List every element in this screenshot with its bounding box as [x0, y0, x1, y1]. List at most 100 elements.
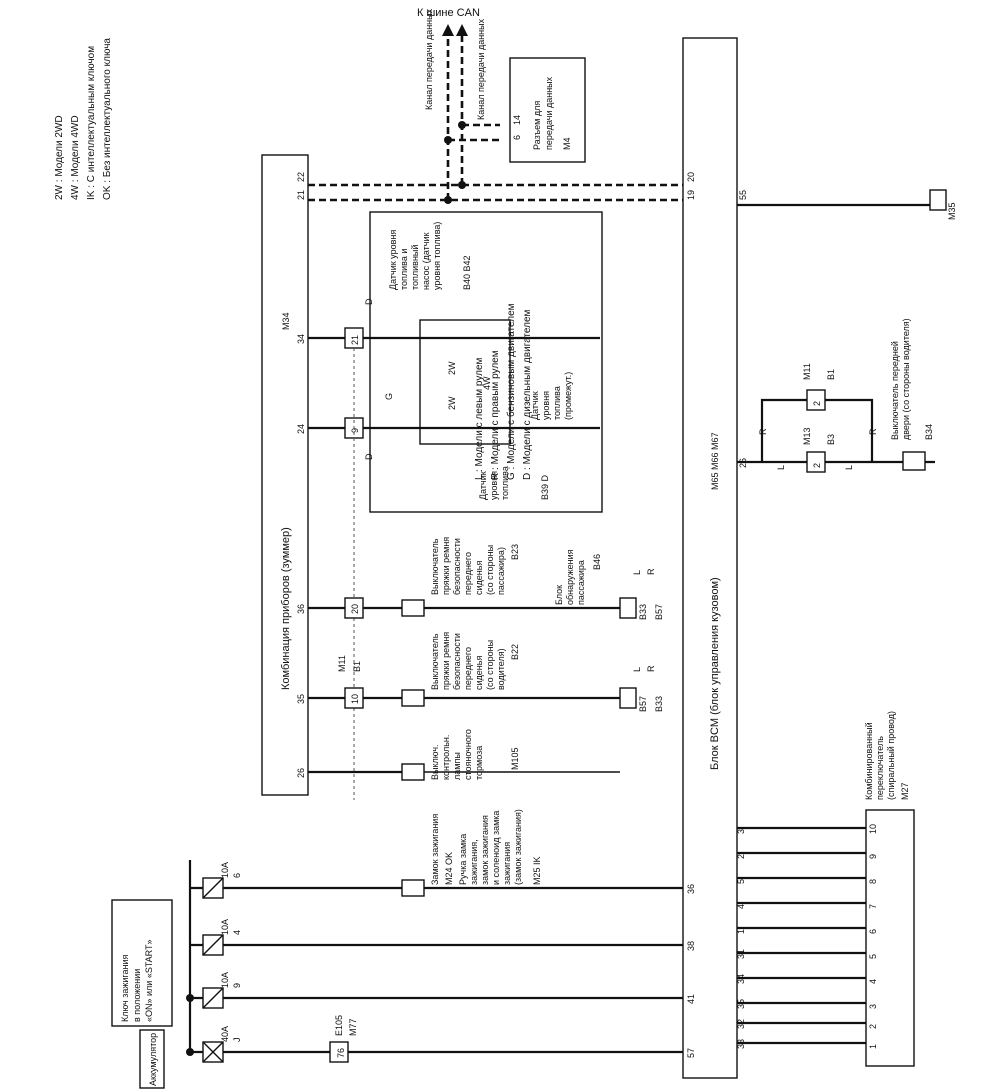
bcm-pin-35: 35: [736, 999, 746, 1009]
door-switch-label: Выключатель передней двери (со стороны в…: [890, 318, 911, 440]
meter-pin-36: 36: [296, 604, 306, 614]
door-joint-1-pin: 2: [812, 401, 822, 406]
ignition-lock-id-2: M25 IK: [532, 856, 542, 885]
sym-2w-b: 2W: [447, 396, 457, 410]
door-switch-id: B34: [924, 424, 934, 440]
legend-right-4: OK : Без интеллектуального ключа: [102, 38, 113, 200]
legend-left-2: R : Модели с правым рулем: [490, 350, 501, 480]
fuel-sender-g-ids: B40 B42: [462, 255, 472, 290]
combi-pin-1: 1: [868, 1044, 878, 1049]
sym-g: G: [384, 393, 394, 400]
joint-pin-10: 10: [350, 694, 360, 704]
joint-id-b1: B1: [352, 661, 362, 672]
door-sym-2: L: [776, 465, 786, 470]
door-sym-3: L: [844, 465, 854, 470]
battery-label: Аккумулятор: [148, 1033, 158, 1086]
bcm-pin-41: 41: [686, 994, 696, 1004]
combi-pin-10: 10: [868, 824, 878, 834]
legend-left-4: D : Модели с дизельным двигателем: [522, 309, 533, 480]
door-joint-2-id-b: B3: [826, 434, 836, 445]
meter-pin-34: 34: [296, 334, 306, 344]
parking-brake-label: Выключ. контрольн. лампы стояночного тор…: [430, 727, 484, 780]
combi-pin-4: 4: [868, 979, 878, 984]
ground-id-b57-b: B57: [638, 696, 648, 712]
combination-meter-box: [261, 154, 309, 796]
door-joint-2-id-a: M13: [802, 427, 812, 445]
combi-pin-6: 6: [868, 929, 878, 934]
seatbelt-pass-label: Выключатель пряжки ремня безопасности пе…: [430, 534, 506, 595]
sym-d-b: D: [364, 453, 374, 460]
fuse-3-num: 9: [232, 983, 242, 988]
ignition-key-label: Ключ зажигания в положении «ON» или «STA…: [120, 940, 154, 1023]
can-bus-label: К шине CAN: [417, 7, 480, 19]
joint-pin-9: 9: [350, 428, 360, 433]
combi-pin-3: 3: [868, 1004, 878, 1009]
sym-d-a: D: [364, 298, 374, 305]
combi-pin-2: 2: [868, 1024, 878, 1029]
door-joint-1-id-a: M11: [802, 363, 812, 380]
bcm-pin-4: 4: [736, 904, 746, 909]
occupant-sensor-id: B46: [592, 554, 602, 570]
driver-sym-r: R: [646, 665, 656, 672]
bcm-pin-3: 3: [736, 829, 746, 834]
joint-id-m11: M11: [337, 655, 347, 672]
legend-left-1: L : Модели с левым рулем: [474, 357, 485, 480]
ground-id-m35: M35: [947, 202, 957, 220]
fuel-sender-d-label: Датчик уровня топлива: [478, 466, 510, 500]
fuel-sender-sub-label: Датчик уровня топлива (промежут.): [530, 372, 573, 420]
diag-connector-box: [509, 57, 586, 163]
meter-pin-35: 35: [296, 694, 306, 704]
fuse-3-amp: 10A: [220, 972, 230, 988]
bcm-pin-32: 32: [736, 1019, 746, 1029]
diag-connector-label-2: передачи данных: [544, 76, 554, 150]
seatbelt-driver-label: Выключатель пряжки ремня безопасности пе…: [430, 629, 506, 690]
ignition-lock-id: M24 OK: [444, 852, 454, 885]
ground-id-b57-a: B57: [654, 604, 664, 620]
bcm-pin-20: 20: [686, 172, 696, 182]
connector-id-e105: E105: [334, 1015, 344, 1036]
bcm-pin-55: 55: [738, 190, 748, 200]
fuse-1-num: 6: [232, 873, 242, 878]
bcm-pin-26: 26: [738, 458, 748, 468]
seatbelt-pass-id: B23: [510, 544, 520, 560]
legend-right: 2W : Модели 2WD 4W : Модели 4WD IK : С и…: [54, 38, 113, 200]
legend-left: L : Модели с левым рулем R : Модели с пр…: [474, 303, 533, 480]
combination-meter-label: Комбинация приборов (зуммер): [280, 527, 292, 690]
occupant-sym-r: R: [646, 568, 656, 575]
diag-connector-id: M4: [562, 137, 572, 150]
door-joint-2-pin: 2: [812, 463, 822, 468]
can-line-label-1: Канал передачи данных: [424, 8, 434, 110]
diag-connector-label-1: Разъем для: [532, 101, 542, 150]
bcm-pin-57: 57: [686, 1048, 696, 1058]
legend-left-3: G : Модели с бензиновым двигателем: [505, 303, 517, 480]
fuel-sender-g-label: Датчик уровня топлива и топливный насос …: [388, 222, 442, 290]
fuse-2-amp: 10A: [220, 919, 230, 935]
driver-sym-l: L: [632, 667, 642, 672]
meter-pin-26: 26: [296, 768, 306, 778]
ignition-lock-alt: Ручка замка зажигания, замок зажигания и…: [458, 808, 523, 885]
ground-id-b33-a: B33: [638, 604, 648, 620]
combi-pin-8: 8: [868, 879, 878, 884]
ignition-lock-label: Замок зажигания: [430, 814, 440, 885]
bcm-box: [682, 37, 738, 1079]
connector-id-m77: M77: [348, 1018, 358, 1036]
diag-pin-6: 6: [512, 135, 522, 140]
bcm-label: Блок BCM (блок управления кузовом): [709, 577, 721, 770]
legend-right-3: IK : С интеллектуальным ключом: [86, 46, 97, 200]
combi-pin-7: 7: [868, 904, 878, 909]
meter-pin-24: 24: [296, 424, 306, 434]
bcm-pin-31: 31: [736, 949, 746, 959]
meter-pin-21: 21: [296, 190, 306, 200]
bcm-ids: M65 M66 M67: [710, 432, 720, 490]
occupant-sym-l: L: [632, 570, 642, 575]
combi-switch-box: [865, 809, 915, 1067]
fuse-4-num: J: [232, 1038, 242, 1043]
door-joint-1-id-b: B1: [826, 369, 836, 380]
bcm-pin-2: 2: [736, 854, 746, 859]
can-line-label-2: Канал передачи данных: [476, 18, 486, 120]
combination-meter-id: M34: [281, 312, 291, 330]
combi-pin-5: 5: [868, 954, 878, 959]
fuse-1-amp: 10A: [220, 862, 230, 878]
door-sym-4: R: [868, 428, 878, 435]
